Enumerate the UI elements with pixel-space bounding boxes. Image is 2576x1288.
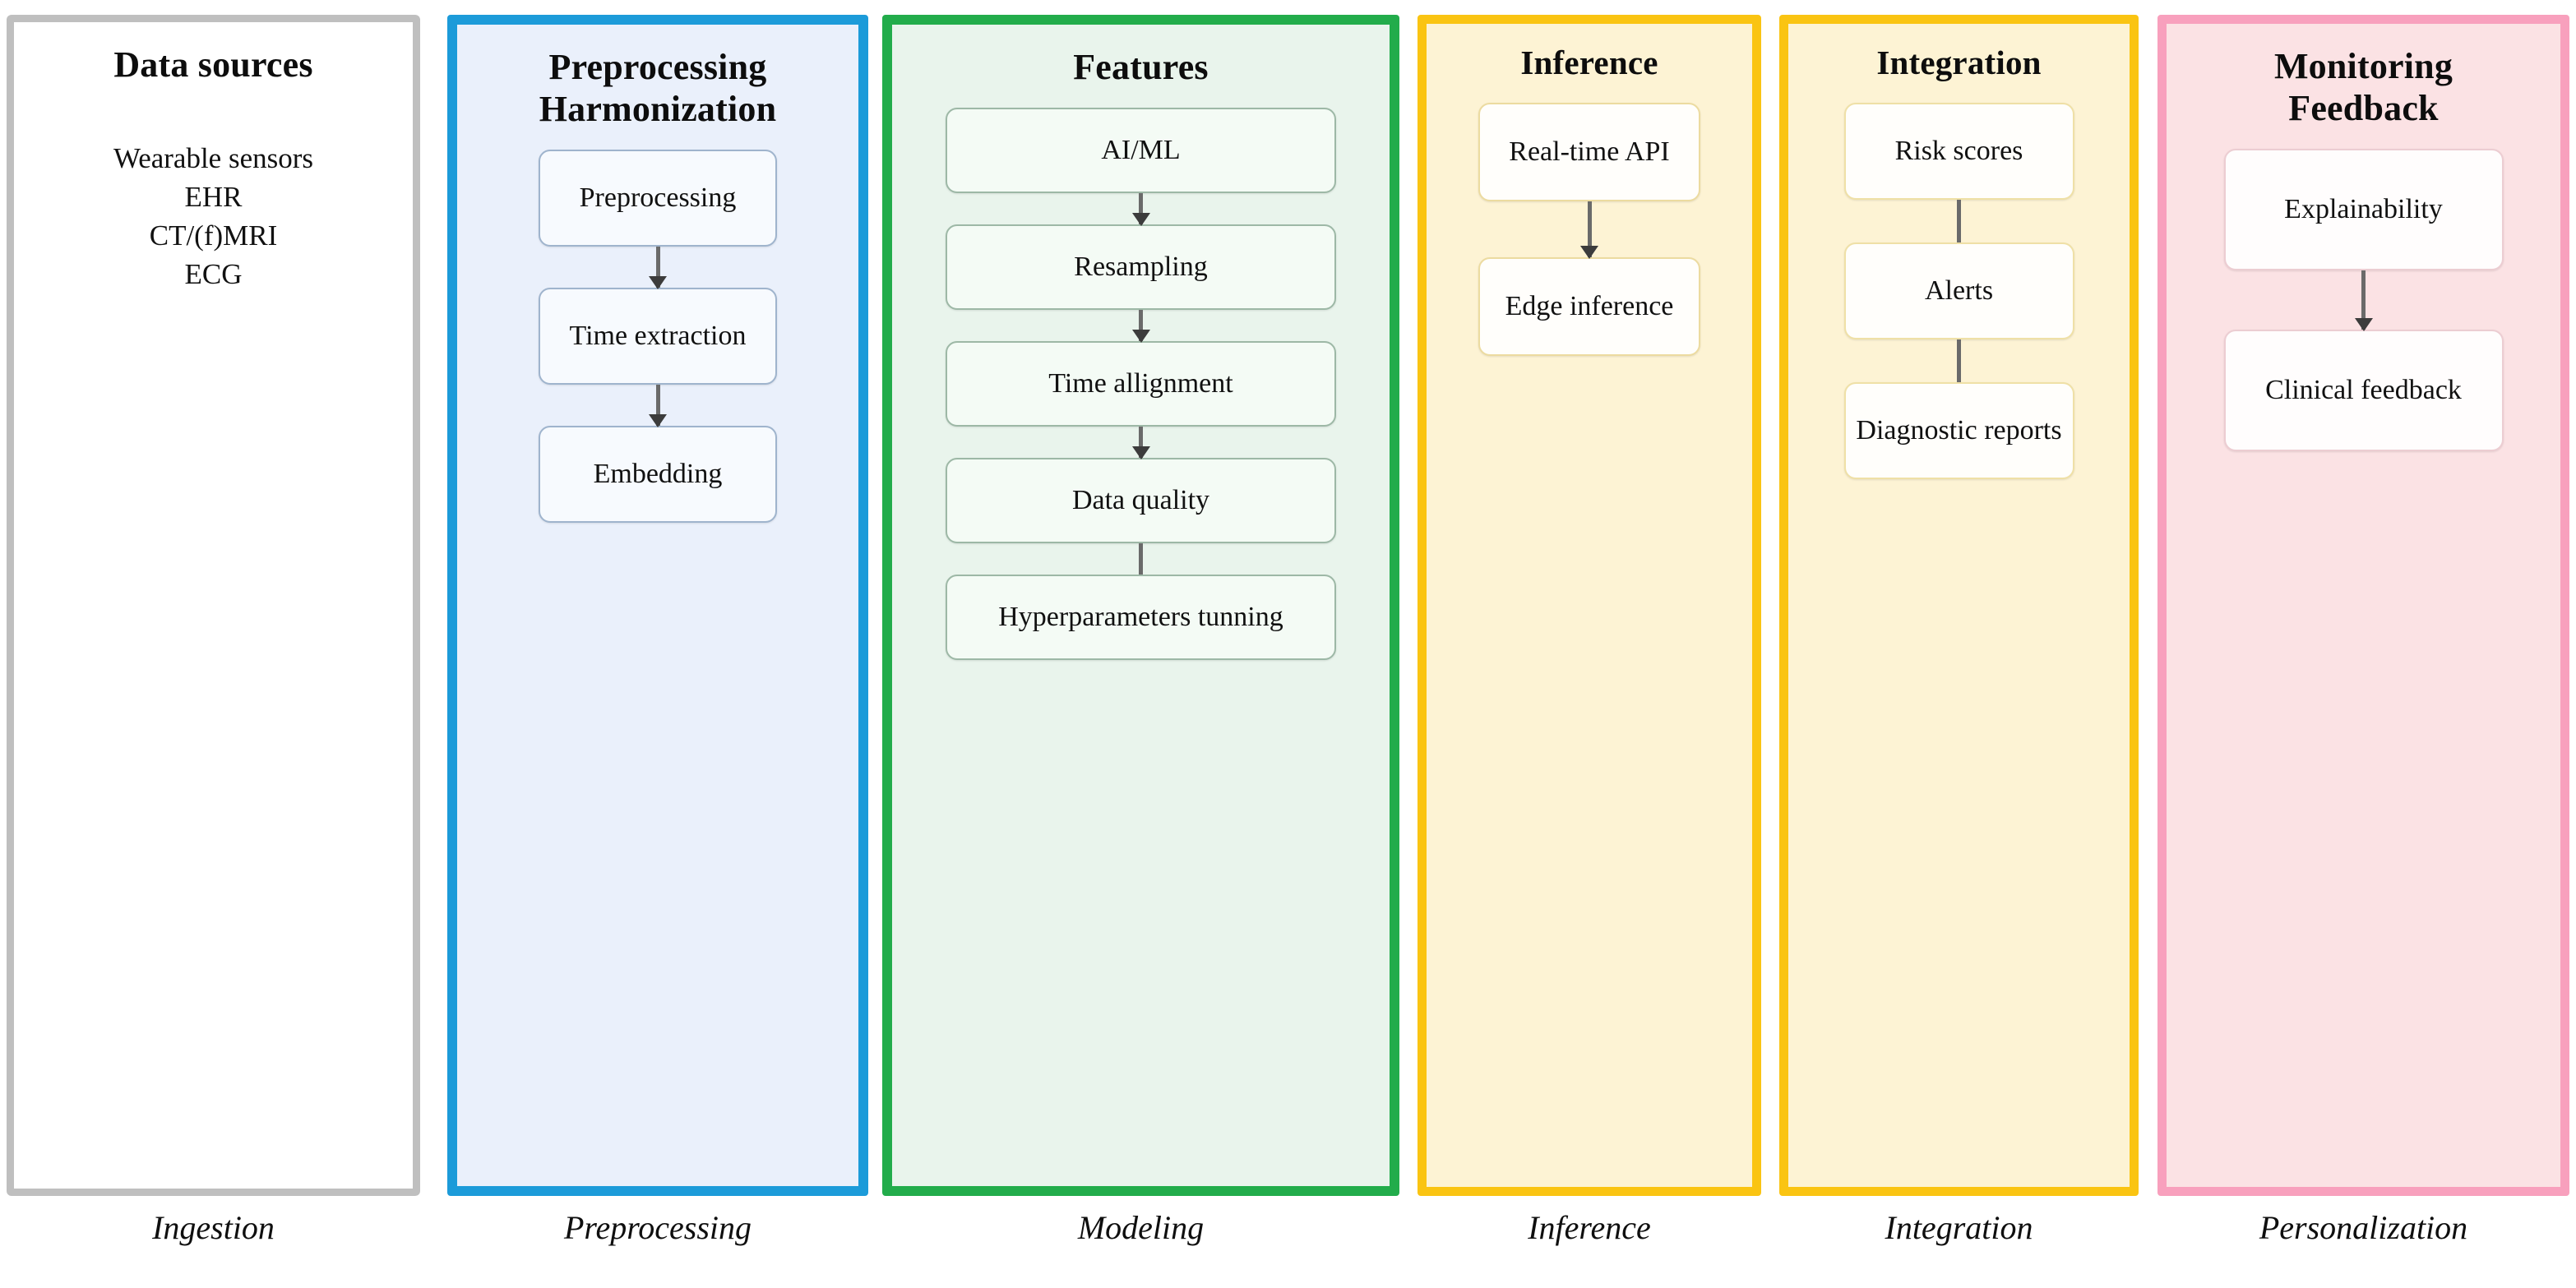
node-explainability[interactable]: Explainability <box>2223 149 2504 271</box>
arrow-connector <box>649 247 667 290</box>
connector-shaft <box>1957 339 1961 382</box>
arrow-shaft <box>1139 427 1143 459</box>
node-stack-inference: Real-time API Edge inference <box>1427 102 1752 356</box>
node-alerts[interactable]: Alerts <box>1843 242 2074 339</box>
stage-title-features: Features <box>1073 47 1209 87</box>
stage-title-integration: Integration <box>1876 44 2042 81</box>
arrow-connector <box>1131 427 1150 460</box>
stage-column-inference[interactable]: Inference Real-time API Edge inference <box>1417 15 1761 1196</box>
arrow-head-icon <box>1131 446 1150 460</box>
arrow-head-icon <box>649 276 667 290</box>
node-stack-preprocessing: Preprocessing Time extraction Embedding <box>457 150 858 524</box>
node-stack-features: AI/ML Resampling Time allignment Data qu… <box>892 108 1390 661</box>
stage-title-data-sources: Data sources <box>113 44 313 85</box>
stage-title-line-1: Preprocessing <box>548 47 767 87</box>
stage-column-monitoring-feedback[interactable]: Monitoring Feedback Explainability Clini… <box>2157 15 2569 1196</box>
list-item: Wearable sensors <box>113 142 314 175</box>
stage-column-data-sources[interactable]: Data sources Wearable sensors EHR CT/(f)… <box>7 15 420 1196</box>
stage-column-features[interactable]: Features AI/ML Resampling Time allignmen… <box>882 15 1399 1196</box>
line-connector <box>1957 199 1962 242</box>
line-connector <box>1957 339 1962 382</box>
arrow-shaft <box>2361 270 2366 330</box>
arrow-head-icon <box>649 414 667 428</box>
node-resampling[interactable]: Resampling <box>946 224 1336 311</box>
node-preprocessing[interactable]: Preprocessing <box>539 150 777 247</box>
arrow-shaft <box>655 247 660 289</box>
node-ai-ml[interactable]: AI/ML <box>946 108 1336 194</box>
node-time-allignment[interactable]: Time allignment <box>946 341 1336 427</box>
stage-caption-ingestion: Ingestion <box>152 1209 275 1246</box>
node-diagnostic-reports[interactable]: Diagnostic reports <box>1843 381 2074 479</box>
stage-caption-personalization: Personalization <box>2259 1209 2468 1246</box>
node-risk-scores[interactable]: Risk scores <box>1843 102 2074 200</box>
connector-shaft <box>1139 543 1143 575</box>
arrow-head-icon <box>1580 245 1598 259</box>
arrow-shaft <box>1139 310 1143 342</box>
arrow-connector <box>1131 193 1150 227</box>
stage-caption-row: Ingestion Preprocessing Modeling Inferen… <box>0 1208 2576 1282</box>
stage-column-integration[interactable]: Integration Risk scores Alerts Diagnosti… <box>1779 15 2139 1196</box>
stage-title-line-1: Monitoring <box>2273 46 2453 86</box>
stage-title-inference: Inference <box>1520 44 1658 81</box>
arrow-head-icon <box>2354 318 2373 332</box>
node-embedding[interactable]: Embedding <box>539 426 777 524</box>
node-time-extraction[interactable]: Time extraction <box>539 288 777 385</box>
arrow-connector <box>649 385 667 428</box>
stage-caption-inference: Inference <box>1528 1209 1651 1246</box>
arrow-head-icon <box>1131 213 1150 227</box>
node-hyperparameters-tunning[interactable]: Hyperparameters tunning <box>946 575 1336 661</box>
stage-column-preprocessing-harmonization[interactable]: Preprocessing Harmonization Preprocessin… <box>447 15 868 1196</box>
stage-caption-integration: Integration <box>1885 1209 2033 1246</box>
arrow-shaft <box>1587 201 1592 257</box>
arrow-connector <box>2354 270 2373 332</box>
arrow-shaft <box>655 385 660 427</box>
node-clinical-feedback[interactable]: Clinical feedback <box>2223 330 2504 452</box>
node-stack-monitoring: Explainability Clinical feedback <box>2167 149 2560 452</box>
arrow-shaft <box>1139 193 1143 225</box>
connector-shaft <box>1957 199 1961 242</box>
arrow-head-icon <box>1131 330 1150 344</box>
line-connector <box>1139 543 1144 575</box>
stage-caption-preprocessing: Preprocessing <box>563 1209 752 1246</box>
list-item: CT/(f)MRI <box>149 219 278 252</box>
stage-title-preprocessing-harmonization: Preprocessing Harmonization <box>539 46 777 130</box>
stage-title-line-2: Feedback <box>2288 88 2439 129</box>
list-item: EHR <box>184 180 243 213</box>
stage-title-monitoring-feedback: Monitoring Feedback <box>2274 45 2453 129</box>
list-item: ECG <box>184 257 243 290</box>
node-data-quality[interactable]: Data quality <box>946 458 1336 544</box>
node-real-time-api[interactable]: Real-time API <box>1478 102 1700 201</box>
data-source-list: Wearable sensors EHR CT/(f)MRI ECG <box>113 140 313 294</box>
node-stack-integration: Risk scores Alerts Diagnostic reports <box>1788 102 2130 479</box>
stage-caption-modeling: Modeling <box>1077 1209 1205 1246</box>
stage-title-line-2: Harmonization <box>539 89 777 130</box>
node-edge-inference[interactable]: Edge inference <box>1478 256 1700 356</box>
arrow-connector <box>1580 201 1598 259</box>
arrow-connector <box>1131 310 1150 344</box>
